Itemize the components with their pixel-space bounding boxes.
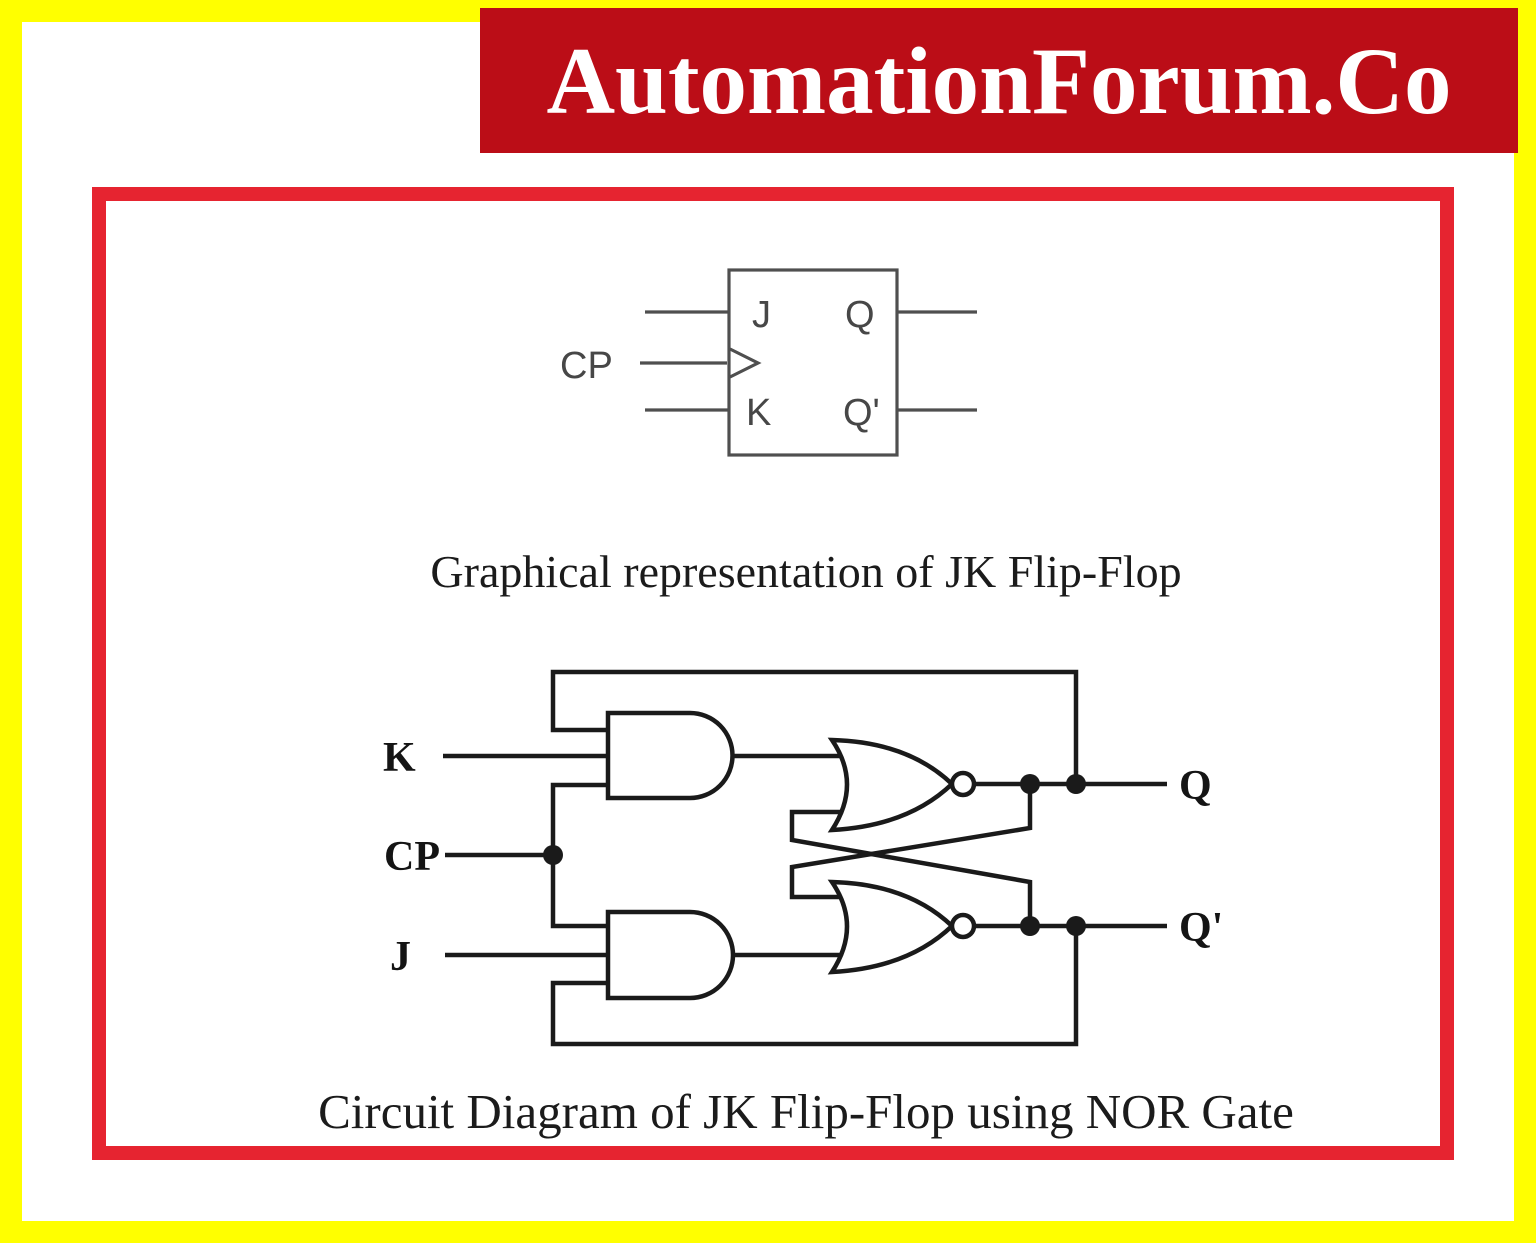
circuit-label-qbar: Q' [1179,905,1223,951]
qbar-branch-dot [1020,916,1040,936]
q-feedback-dot [1066,774,1086,794]
circuit-label-j: J [390,934,411,980]
circuit-caption: Circuit Diagram of JK Flip-Flop using NO… [318,1084,1294,1139]
nor1-inversion-bubble-icon [949,770,977,798]
and-gate-top [605,710,735,801]
q-branch-dot [1020,774,1040,794]
nor-gate-top [827,737,956,833]
q-cross-coupling-wire [789,784,1033,900]
block-label-j: J [752,294,771,336]
qbar-feedback-dot [1066,916,1086,936]
block-label-qbar: Q' [843,392,880,434]
junction-dots [543,774,1086,936]
block-label-q: Q [845,294,875,336]
circuit-label-cp: CP [384,834,440,880]
site-title: AutomationForum.Co [546,27,1452,134]
circuit-label-k: K [383,735,416,781]
qbar-cross-coupling-wire [789,809,1033,926]
block-symbol-caption: Graphical representation of JK Flip-Flop [430,546,1182,597]
yellow-frame-right [1514,0,1536,1243]
jk-flipflop-block-symbol: J Q K Q' CP [560,268,977,457]
q-feedback-wire [550,669,1079,784]
qbar-feedback-wire [550,926,1079,1047]
block-label-cp: CP [560,345,613,387]
yellow-frame-left [0,0,22,1243]
flipflop-body [727,268,899,457]
nor2-inversion-bubble-icon [949,912,977,940]
cp-junction-dot [543,845,563,865]
cp-branch-bottom-wire [550,855,610,929]
site-banner: AutomationForum.Co [480,8,1518,153]
clock-edge-triangle-icon [729,347,762,379]
cp-branch-top-wire [550,782,610,855]
nor-gate-bottom [827,879,956,975]
block-label-k: K [746,392,771,434]
circuit-label-q: Q [1179,763,1212,809]
and-gate-bottom [605,909,736,1001]
yellow-frame-bottom [0,1221,1536,1243]
jk-flipflop-nor-circuit: K CP J Q Q' [383,669,1223,1047]
